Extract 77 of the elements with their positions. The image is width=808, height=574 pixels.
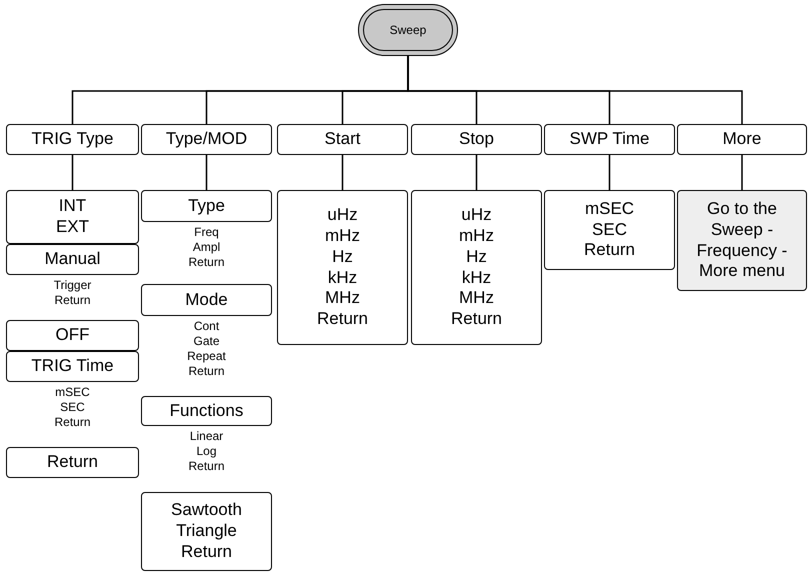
option-label: Linear [190, 429, 224, 444]
softkey-box [544, 124, 675, 155]
menu-label: Sawtooth [171, 500, 242, 522]
menu-label: Stop [459, 129, 494, 150]
option-label: Repeat [187, 349, 226, 364]
softkey-box [544, 190, 675, 270]
menu-label: Sweep [390, 22, 426, 38]
option-label: Trigger [54, 278, 92, 293]
menu-label: Manual [44, 249, 100, 270]
option-label: Cont [194, 319, 220, 334]
softkey-box [677, 124, 807, 155]
menu-label: MHz [325, 288, 360, 309]
option-label: Return [188, 459, 225, 474]
menu-label: mSEC [584, 198, 634, 220]
softkey-box [6, 124, 139, 155]
menu-pill [358, 4, 458, 56]
menu-label: OFF [56, 325, 90, 346]
menu-label: TRIG Time [31, 356, 114, 377]
option-label: SEC [60, 400, 85, 415]
softkey-box [277, 190, 408, 345]
softkey-box [6, 351, 139, 382]
connector-line [72, 155, 74, 190]
connector-line [407, 56, 743, 124]
menu-label: Triangle [176, 521, 237, 542]
menu-label: mHz [459, 226, 494, 247]
softkey-box [141, 124, 272, 155]
menu-label: Return [584, 240, 636, 262]
softkey-box [277, 124, 408, 155]
softkey-box [411, 190, 542, 345]
option-label: Ampl [192, 240, 220, 255]
connector-line [608, 155, 610, 190]
menu-label: More [722, 129, 762, 150]
menu-label: Go to the Sweep - Frequency - More menu [696, 199, 788, 282]
menu-label: SWP Time [570, 129, 650, 150]
menu-label: Return [180, 542, 232, 563]
softkey-box [141, 284, 272, 316]
menu-label: Mode [185, 290, 228, 310]
connector-line [342, 155, 344, 190]
menu-label: Return [316, 308, 368, 330]
option-label: Return [54, 415, 91, 430]
menu-label: Type/MOD [166, 129, 248, 150]
menu-label: uHz [461, 205, 492, 226]
option-label: Log [196, 444, 217, 459]
menu-label: kHz [462, 268, 492, 288]
menu-label: INT [58, 196, 86, 217]
softkey-box [411, 124, 542, 155]
connector-line [476, 155, 478, 190]
menu-label: SEC [592, 220, 627, 240]
menu-label: Return [46, 452, 98, 473]
menu-label: kHz [328, 268, 358, 288]
menu-label: TRIG Type [32, 129, 114, 150]
connector-line [741, 155, 743, 190]
softkey-box [677, 190, 807, 291]
menu-label: Type [188, 196, 225, 216]
option-label: Return [188, 364, 225, 379]
softkey-box [6, 244, 139, 275]
menu-label: MHz [459, 288, 494, 309]
option-label: Return [54, 293, 91, 308]
option-label: Gate [193, 334, 220, 349]
option-label: Return [188, 255, 225, 270]
menu-label: Hz [332, 246, 353, 268]
menu-label: mHz [325, 226, 360, 247]
menu-label: EXT [56, 217, 90, 238]
menu-label: Return [450, 308, 502, 330]
softkey-box [6, 447, 139, 478]
softkey-box [6, 320, 139, 351]
menu-label: Functions [170, 400, 244, 422]
connector-line [206, 155, 208, 190]
menu-label: uHz [327, 205, 358, 226]
softkey-box [141, 190, 272, 222]
softkey-box [6, 190, 139, 244]
option-label: Freq [194, 225, 219, 240]
softkey-box [141, 492, 272, 571]
menu-label: Hz [466, 246, 487, 268]
option-label: mSEC [55, 385, 90, 400]
softkey-box [141, 396, 272, 426]
menu-label: Start [324, 129, 360, 150]
